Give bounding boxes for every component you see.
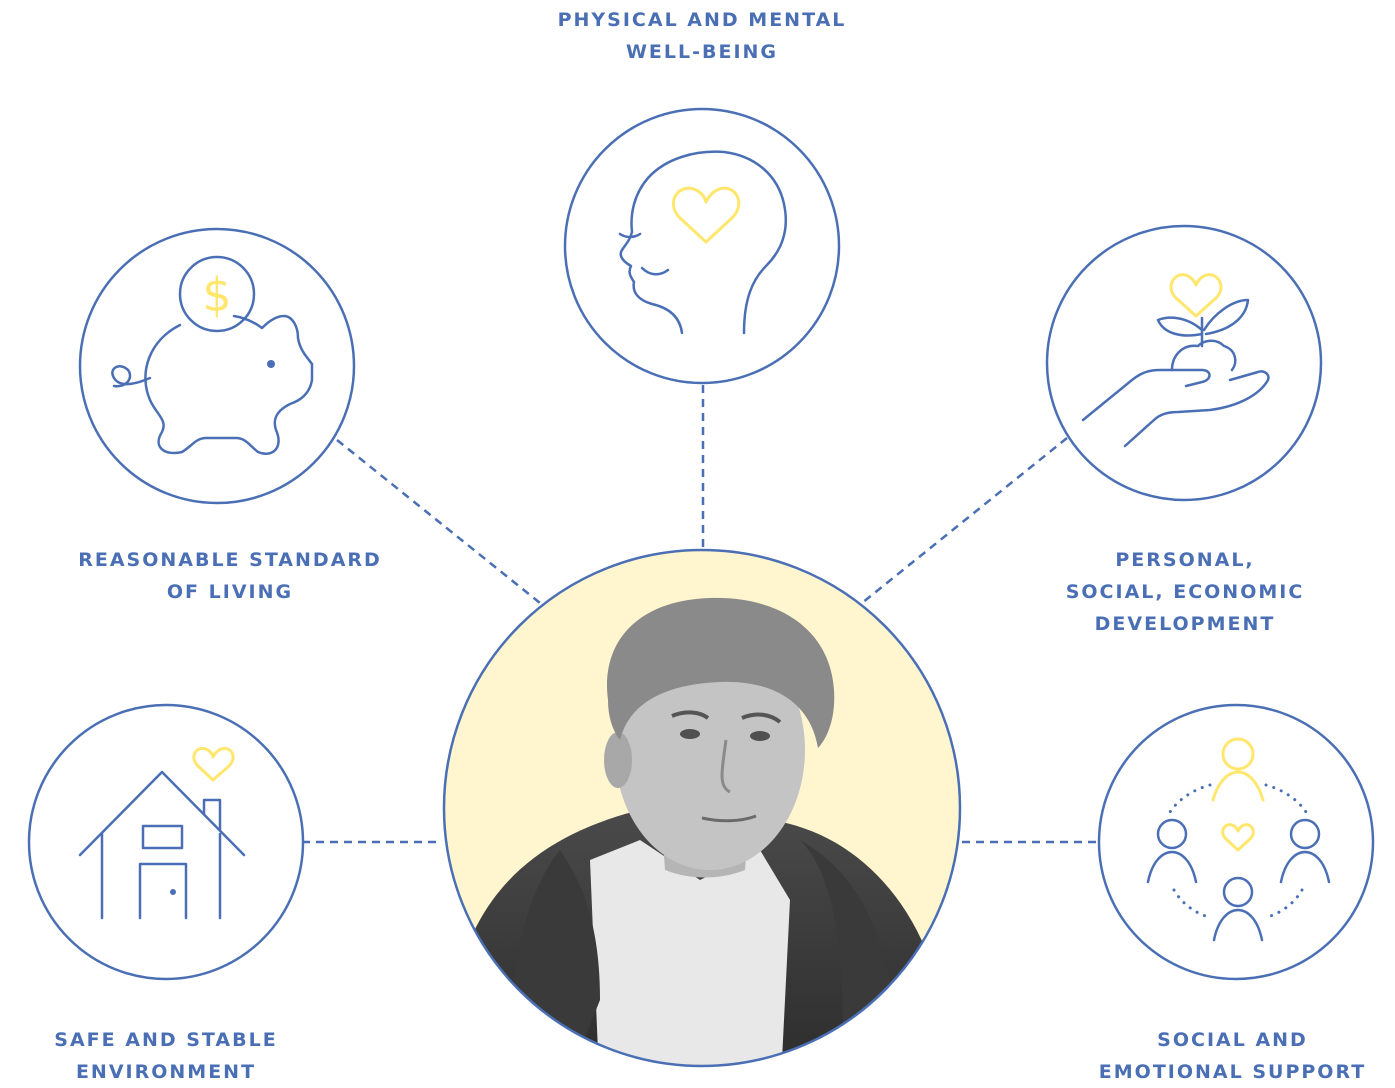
standard-label: REASONABLE STANDARD OF LIVING — [20, 544, 440, 608]
development-label-line-2: SOCIAL, ECONOMIC — [1065, 581, 1305, 603]
piggy-bank-icon: $ — [111, 255, 314, 455]
hand-plant-icon — [1081, 273, 1270, 448]
connector-lines — [302, 385, 1100, 844]
standard-label-line-2: OF LIVING — [166, 581, 294, 603]
wellbeing-label-line-1: PHYSICAL AND MENTAL — [557, 9, 847, 31]
standard-node-circle — [78, 227, 356, 505]
support-label-line-1: SOCIAL AND — [1157, 1029, 1308, 1051]
support-node-circle — [1097, 703, 1375, 981]
environment-label-line-2: ENVIRONMENT — [75, 1061, 257, 1083]
people-circle-icon — [1146, 737, 1331, 942]
development-label: PERSONAL, SOCIAL, ECONOMIC DEVELOPMENT — [1000, 544, 1370, 640]
center-portrait — [442, 548, 962, 1068]
support-label: SOCIAL AND EMOTIONAL SUPPORT — [1070, 1024, 1395, 1088]
environment-label: SAFE AND STABLE ENVIRONMENT — [0, 1024, 332, 1088]
standard-label-line-1: REASONABLE STANDARD — [78, 549, 382, 571]
svg-text:$: $ — [202, 268, 231, 322]
environment-node-circle — [27, 703, 305, 981]
connector-development — [861, 437, 1068, 604]
support-label-line-2: EMOTIONAL SUPPORT — [1098, 1061, 1367, 1083]
development-label-line-1: PERSONAL, — [1115, 549, 1255, 571]
development-label-line-3: DEVELOPMENT — [1094, 613, 1276, 635]
connector-standard — [336, 439, 541, 604]
wellbeing-label-line-2: WELL-BEING — [625, 41, 779, 63]
wellbeing-label: PHYSICAL AND MENTAL WELL-BEING — [492, 4, 912, 68]
head-heart-icon — [618, 150, 788, 335]
wellbeing-node-circle — [563, 107, 841, 385]
environment-label-line-1: SAFE AND STABLE — [54, 1029, 278, 1051]
development-node-circle — [1045, 224, 1323, 502]
house-heart-icon — [78, 747, 246, 920]
